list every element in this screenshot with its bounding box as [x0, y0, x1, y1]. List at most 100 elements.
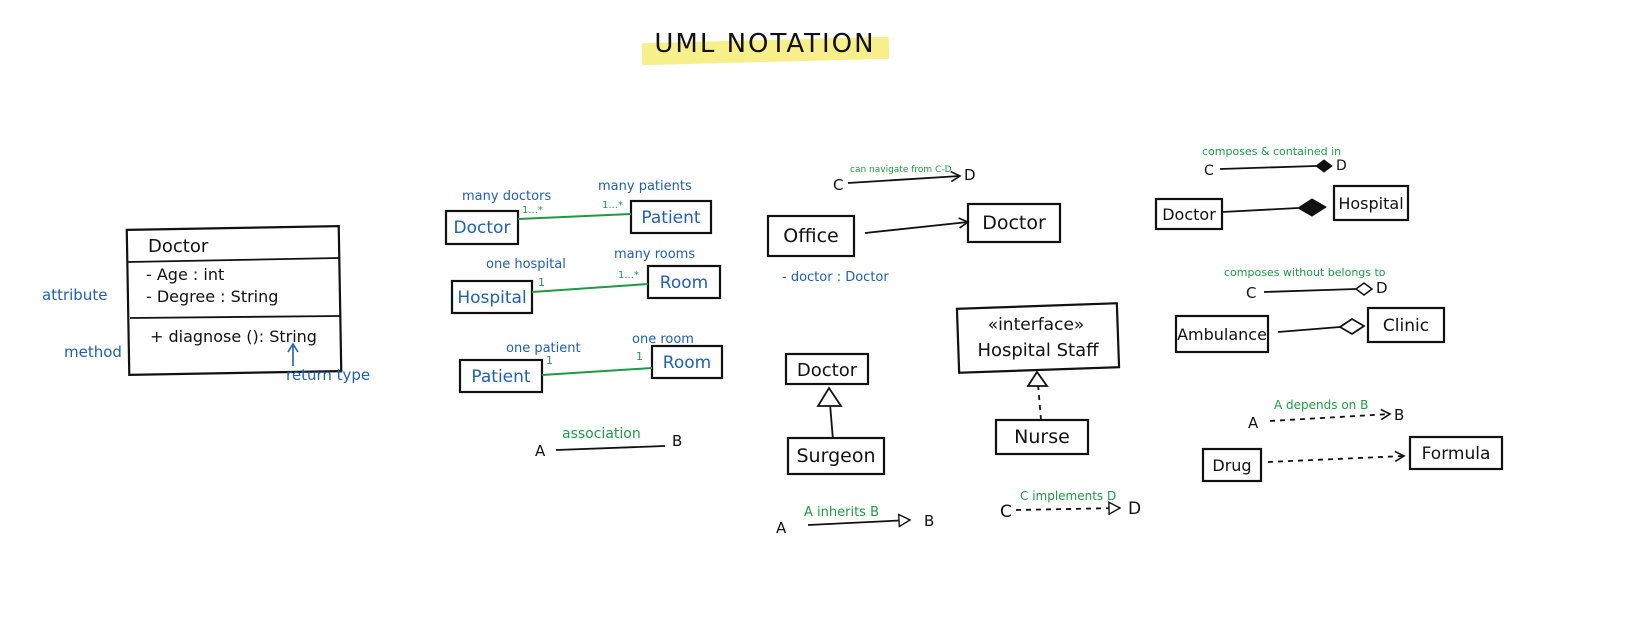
interface-name: Hospital Staff [977, 340, 1099, 361]
class-label: Hospital [457, 288, 526, 308]
legend-label: composes & contained in [1202, 145, 1341, 158]
legend-label: can navigate from C-D [850, 165, 952, 175]
multiplicity-label: 1 [538, 276, 545, 289]
multiplicity-note: one room [632, 332, 694, 347]
composition-line [1221, 207, 1299, 213]
legend-label: composes without belongs to [1224, 266, 1386, 279]
class-label: Ambulance [1177, 325, 1267, 344]
aggregation-diamond [1338, 317, 1366, 336]
class-label: Room [660, 273, 708, 293]
legend-realization-line [1015, 508, 1120, 510]
class-box [1332, 184, 1410, 222]
composition-diamond [1297, 198, 1327, 217]
legend-endpoint: D [1376, 279, 1388, 297]
inheritance-example: Doctor Surgeon A B A inherits B [776, 352, 934, 537]
legend-dependency-line [1269, 408, 1392, 422]
aggregation-line [1277, 326, 1341, 333]
legend-endpoint: D [1128, 499, 1141, 519]
legend-endpoint: B [672, 432, 682, 450]
interface-stereotype: «interface» [988, 315, 1085, 335]
class-label: Drug [1212, 456, 1251, 475]
legend-endpoint: B [1394, 406, 1404, 424]
multiplicity-note: many patients [598, 179, 692, 194]
multiplicity-label: 1...* [522, 205, 543, 216]
class-box [1366, 306, 1446, 344]
interface-box [955, 302, 1121, 374]
method-note: method [64, 343, 122, 361]
class-box [766, 214, 856, 258]
class-label: Hospital [1338, 194, 1403, 213]
directed-association-example: C D can navigate from C-D Office Doctor … [766, 165, 1062, 285]
class-label: Formula [1422, 444, 1491, 464]
class-box-example: Doctor - Age : int - Degree : String + d… [42, 225, 370, 384]
legend-endpoint: C [1204, 163, 1214, 179]
legend-endpoint: A [776, 519, 787, 537]
class-box [1408, 435, 1504, 471]
class-label: Room [663, 353, 711, 373]
legend-composition-diamond [1315, 159, 1333, 173]
class-attribute: - Degree : String [146, 287, 278, 306]
legend-composition-line [1219, 165, 1317, 170]
attribute-note: - doctor : Doctor [782, 270, 889, 285]
class-box [444, 209, 520, 246]
legend-label: association [562, 426, 641, 442]
class-box [1201, 447, 1263, 483]
class-divider-1 [127, 257, 340, 263]
legend-label: A inherits B [804, 505, 879, 520]
multiplicity-note: one hospital [486, 257, 566, 272]
multiplicity-note: many rooms [614, 247, 695, 262]
legend-endpoint: A [1248, 414, 1259, 432]
dependency-example: A depends on B A B Drug Formula [1201, 398, 1504, 483]
class-label: Doctor [454, 218, 511, 238]
class-label: Patient [641, 208, 701, 228]
class-box [786, 436, 886, 476]
legend-inheritance-line [807, 520, 910, 525]
multiplicity-examples: many doctors many patients Doctor Patien… [444, 179, 724, 460]
class-box [450, 279, 534, 315]
multiplicity-note: many doctors [462, 189, 551, 204]
inheritance-triangle [816, 386, 843, 407]
legend-endpoint: A [535, 442, 546, 460]
dependency-line [1267, 450, 1406, 463]
association-line [541, 367, 653, 376]
legend-aggregation-diamond [1354, 282, 1374, 296]
legend-association-line [555, 445, 666, 451]
multiplicity-label: 1 [636, 350, 643, 363]
class-box [1174, 314, 1270, 354]
realization-triangle [1026, 370, 1049, 387]
aggregation-example: composes without belongs to C D Ambulanc… [1174, 266, 1446, 354]
class-box [646, 264, 722, 300]
class-label: Doctor [1162, 205, 1216, 224]
realization-line [1037, 383, 1042, 421]
return-type-note: return type [286, 366, 370, 384]
class-label: Doctor [797, 360, 858, 381]
class-label: Patient [471, 367, 531, 387]
class-label: Doctor [982, 212, 1046, 234]
class-box [784, 352, 870, 386]
class-box [629, 199, 713, 235]
class-box [458, 358, 544, 394]
legend-label: C implements D [1020, 489, 1116, 503]
legend-endpoint: C [833, 176, 843, 194]
association-line [517, 213, 632, 220]
title-block: UML NOTATION [641, 29, 890, 66]
legend-endpoint: C [1246, 284, 1256, 302]
inheritance-line [829, 403, 834, 441]
class-label: Office [783, 225, 838, 247]
association-line [531, 283, 649, 293]
multiplicity-label: 1 [546, 354, 553, 367]
class-label: Nurse [1014, 426, 1070, 448]
legend-directed-line [847, 170, 962, 184]
legend-endpoint: C [1000, 502, 1012, 522]
class-name: Doctor [148, 236, 209, 257]
attribute-note: attribute [42, 286, 107, 304]
legend-aggregation-line [1263, 288, 1357, 293]
return-type-pointer-head [287, 342, 299, 353]
class-label: Clinic [1383, 316, 1429, 336]
legend-label: A depends on B [1274, 398, 1368, 412]
legend-endpoint: D [964, 166, 976, 184]
multiplicity-note: one patient [506, 341, 581, 356]
legend-endpoint: D [1336, 158, 1347, 174]
directed-association-line [864, 217, 970, 234]
